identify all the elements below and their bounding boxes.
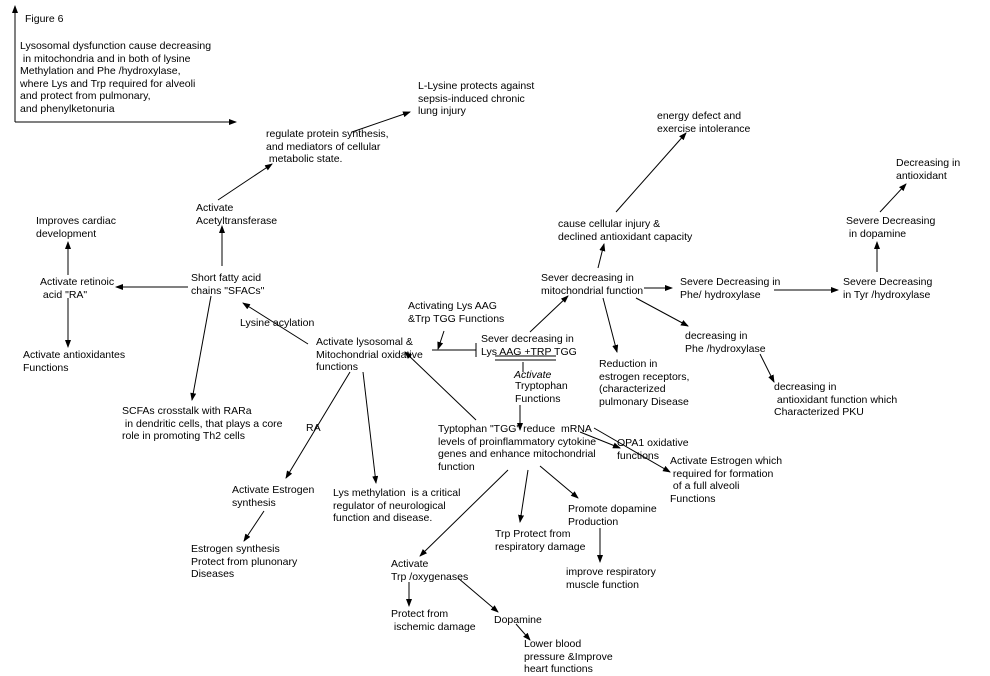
label-ra: RA (306, 422, 321, 434)
intro-text: Lysosomal dysfunction cause decreasing i… (20, 40, 212, 115)
node-regulate-protein: regulate protein synthesis, and mediator… (266, 128, 389, 165)
arrow-lysosomal-to-estrogen-synth (285, 371, 351, 479)
label-activate: Activate (514, 369, 552, 381)
arrow-sfacs-to-scfas (190, 295, 212, 401)
node-activating-lys: Activating Lys AAG &Trp TGG Functions (408, 300, 505, 325)
arrow-mito-to-reduction (602, 297, 619, 353)
node-improves-cardiac: Improves cardiac development (36, 215, 116, 240)
arrow-mito-to-injury (597, 243, 606, 269)
arrow-tgg-to-trp-protect (518, 469, 529, 523)
node-reduction-estrogen: Reduction in estrogen receptors, (charac… (599, 358, 690, 408)
node-protect-ischemic: Protect from ischemic damage (391, 608, 476, 633)
arrow-dopamine-to-lowerbp (515, 623, 531, 641)
node-decreasing-pku: decreasing in antioxidant function which… (774, 381, 898, 418)
node-energy-defect: energy defect and exercise intolerance (657, 110, 751, 135)
arrow-dopamine-to-antiox (879, 183, 907, 213)
node-tgg-reduce: Typtophan "TGG" reduce mRNA levels of pr… (438, 423, 597, 473)
arrow-regulate-to-llysine (351, 111, 411, 133)
arrow-trpoxy-to-dopamine (457, 577, 499, 613)
node-trp-protect: Trp Protect from respiratory damage (495, 528, 586, 553)
node-activate-acetyltransferase: Activate Acetyltransferase (196, 202, 278, 227)
node-promote-dopamine: Promote dopamine Production (568, 503, 657, 528)
arrow-tgg-to-trp-oxy (419, 469, 509, 557)
node-sfacs: Short fatty acid chains "SFACs" (191, 272, 265, 297)
node-severe-dopamine: Severe Decreasing in dopamine (846, 215, 936, 240)
node-decreasing-phe: decreasing in Phe /hydroxylase (685, 330, 766, 355)
figure-label: Figure 6 (25, 13, 64, 25)
arrow-mito-to-decreasing-phe (635, 297, 689, 327)
arrow-tgg-to-lysosomal (404, 351, 477, 421)
node-activate-lysosomal: Activate lysosomal & Mitochondrial oxida… (316, 336, 423, 373)
arrow-tgg-to-estrogen-alveoli (593, 427, 671, 473)
node-activate-ra: Activate retinoic acid "RA" (40, 276, 115, 301)
node-activate-antioxidantes: Activate antioxidantes Functions (23, 349, 126, 374)
arrow-lys-to-mito (529, 295, 569, 333)
node-improve-respiratory: improve respiratory muscle function (566, 566, 656, 591)
node-opa1: OPA1 oxidative functions (617, 437, 689, 462)
arrow-injury-to-energy (615, 132, 687, 213)
node-activate-estrogen-synthesis: Activate Estrogen synthesis (232, 484, 315, 509)
node-decreasing-antioxidant: Decreasing in antioxidant (896, 157, 961, 182)
arrow-tgg-to-opa1 (579, 431, 621, 449)
arrow-tgg-to-promote-dopamine (539, 465, 579, 499)
node-lys-methylation: Lys methylation is a critical regulator … (333, 487, 461, 524)
arrow-decreasing-phe-to-pku (759, 353, 775, 383)
arrow-activating-lys-to-lysosomal (437, 330, 445, 350)
arrow-lysosomal-to-lysmeth (362, 371, 379, 484)
node-cause-injury: cause cellular injury & declined antioxi… (558, 218, 693, 243)
node-estrogen-protect: Estrogen synthesis Protect from plunonar… (191, 543, 298, 580)
node-activate-estrogen-alveoli: Activate Estrogen which required for for… (670, 455, 783, 505)
node-sever-lys: Sever decreasing in Lys AAG +TRP TGG (481, 333, 577, 358)
node-sever-mito: Sever decreasing in mitochondrial functi… (541, 272, 644, 297)
node-tryptophan-functions: Tryptophan Functions (515, 380, 568, 405)
arrow-lysosomal-to-acylation (242, 302, 309, 345)
node-severe-phe: Severe Decreasing in Phe/ hydroxylase (680, 276, 781, 301)
node-l-lysine: L-Lysine protects against sepsis-induced… (418, 80, 535, 117)
node-severe-tyr: Severe Decreasing in Tyr /hydroxylase (843, 276, 933, 301)
arrow-acetyl-to-regulate (217, 163, 273, 201)
node-lower-blood-pressure: Lower blood pressure &Improve heart func… (524, 638, 613, 675)
node-dopamine: Dopamine (494, 614, 542, 626)
node-scfas-crosstalk: SCFAs crosstalk with RARa in dendritic c… (122, 405, 283, 442)
node-activate-trp-oxygenases: Activate Trp /oxygenases (391, 558, 469, 583)
node-lysine-acylation: Lysine acylation (240, 317, 315, 329)
arrow-estrogen-synth-to-protect (243, 510, 265, 542)
